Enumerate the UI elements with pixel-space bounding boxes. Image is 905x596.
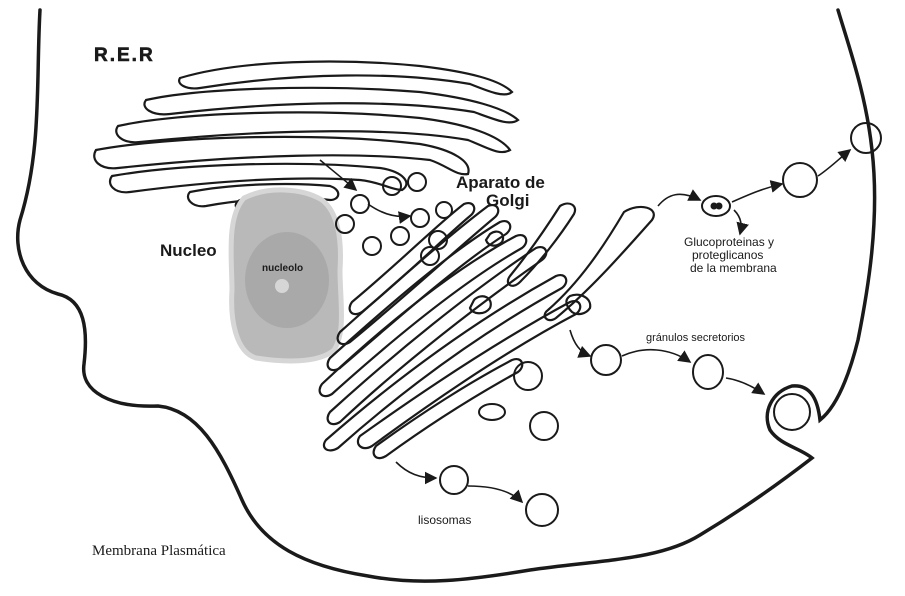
nucleolus: [245, 232, 329, 328]
label-glyco-line3: de la membrana: [690, 262, 777, 274]
secretory-granule: [774, 394, 810, 430]
lysosome: [526, 494, 558, 526]
rough-er: [94, 62, 518, 212]
arrow: [726, 378, 764, 394]
membrane-vesicle-core: [717, 204, 722, 209]
membrane-vesicle: [851, 123, 881, 153]
secretory-granule: [591, 345, 621, 375]
arrow: [368, 204, 410, 217]
arrow: [658, 194, 700, 206]
flow-arrows: [320, 150, 850, 502]
vesicle: [363, 237, 381, 255]
label-glyco-line1: Glucoproteinas y: [684, 236, 774, 248]
secretory-granule: [693, 355, 723, 389]
arrow: [732, 184, 782, 202]
vesicle: [411, 209, 429, 227]
label-nucleolo: nucleolo: [262, 264, 303, 274]
arrow: [570, 330, 590, 356]
secretory-granules: [591, 345, 810, 430]
vesicle: [421, 247, 439, 265]
label-golgi-line1: Aparato de: [456, 174, 545, 191]
vesicle: [351, 195, 369, 213]
nucleolus-core: [275, 279, 289, 293]
arrow: [396, 462, 436, 478]
vesicle: [391, 227, 409, 245]
lysosome: [514, 362, 542, 390]
nucleus: [231, 190, 341, 361]
arrow: [818, 150, 850, 176]
vesicle: [408, 173, 426, 191]
membrane-vesicles: [702, 123, 881, 216]
label-glyco-line2: proteglicanos: [692, 249, 763, 261]
lysosome: [530, 412, 558, 440]
label-granulos: gránulos secretorios: [646, 333, 745, 344]
lysosome: [440, 466, 468, 494]
label-nucleo: Nucleo: [160, 242, 217, 259]
label-rer: R.E.R: [94, 46, 155, 65]
arrow: [468, 486, 522, 502]
arrow: [622, 350, 690, 362]
label-lisosomas: lisosomas: [418, 514, 471, 526]
arrow: [734, 210, 741, 234]
label-membrana: Membrana Plasmática: [92, 544, 226, 559]
label-golgi-line2: Golgi: [486, 192, 529, 209]
lysosome: [479, 404, 505, 420]
membrane-vesicle: [783, 163, 817, 197]
